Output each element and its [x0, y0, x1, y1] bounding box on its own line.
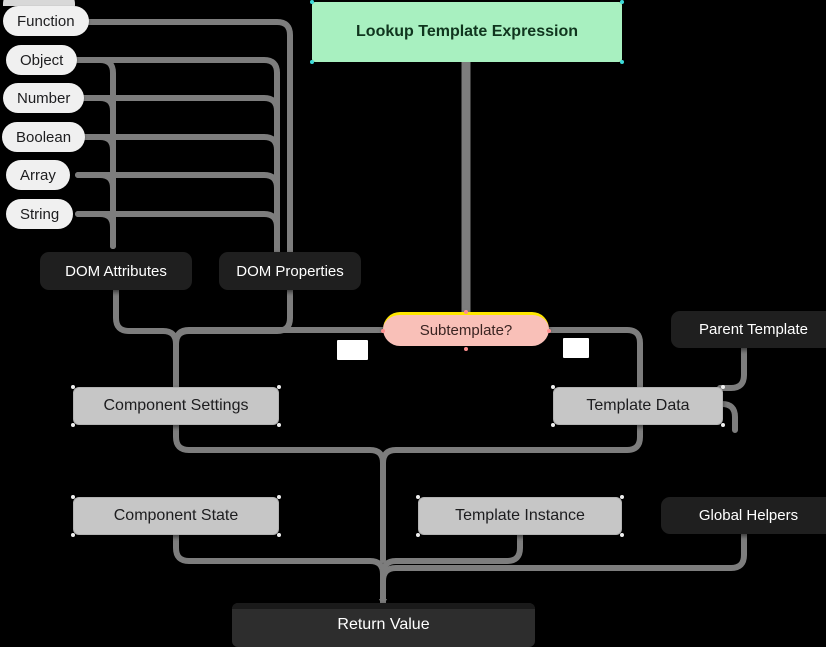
node-subtemplate[interactable]: Subtemplate? — [383, 312, 549, 346]
node-global-helpers[interactable]: Global Helpers — [661, 497, 826, 534]
node-component-state[interactable]: Component State — [73, 497, 279, 535]
chip-function[interactable]: Function — [3, 6, 89, 36]
node-dom-attributes[interactable]: DOM Attributes — [40, 252, 192, 290]
chip-array[interactable]: Array — [6, 160, 70, 190]
chip-cut-off[interactable] — [3, 0, 75, 6]
page-title[interactable]: Lookup Template Expression — [312, 2, 622, 62]
chip-boolean[interactable]: Boolean — [2, 122, 86, 152]
node-dom-properties[interactable]: DOM Properties — [219, 252, 361, 290]
edge-label-left — [337, 340, 368, 360]
node-template-instance[interactable]: Template Instance — [418, 497, 622, 535]
node-return-value[interactable]: Return Value — [232, 603, 535, 647]
chip-object[interactable]: Object — [6, 45, 78, 75]
chip-string[interactable]: String — [6, 199, 74, 229]
node-parent-template[interactable]: Parent Template — [671, 311, 826, 348]
edge-label-right — [563, 338, 589, 358]
chip-number[interactable]: Number — [3, 83, 85, 113]
node-component-settings[interactable]: Component Settings — [73, 387, 279, 425]
node-template-data[interactable]: Template Data — [553, 387, 723, 425]
